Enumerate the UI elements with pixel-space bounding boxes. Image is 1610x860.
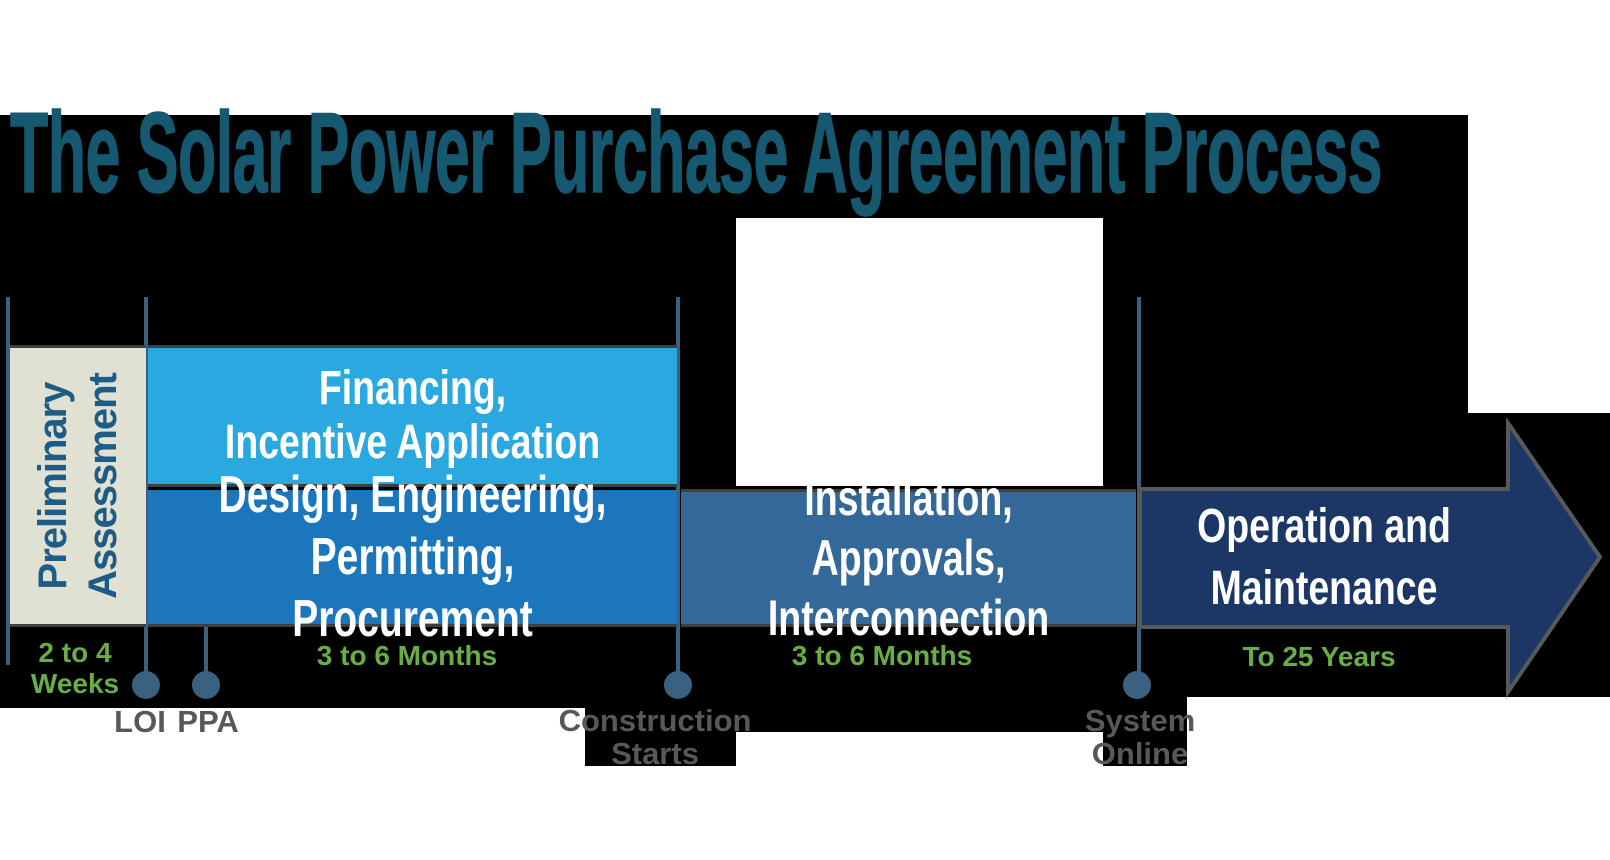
milestone-label-loi: LOI: [114, 704, 166, 739]
milestone-dot-construction: [664, 671, 692, 699]
operation-arrow-shape: [1138, 418, 1603, 699]
operation-arrow: [1138, 418, 1603, 699]
phase-label-line: Operation and: [1197, 500, 1451, 553]
phase-label-operation: Operation and Maintenance: [1180, 496, 1467, 620]
milestone-label-line: Construction: [558, 703, 752, 738]
phase-label-line: Permitting, Procurement: [292, 528, 533, 648]
milestone-dot-ppa: [192, 671, 220, 699]
phase-label-line: Assessment: [81, 373, 125, 599]
phase-label-line: Installation, Approvals,: [804, 470, 1013, 586]
phase-label-line: Design, Engineering,: [218, 466, 607, 524]
page-title: The Solar Power Purchase Agreement Proce…: [10, 90, 1383, 217]
milestone-dot-system: [1123, 671, 1151, 699]
phase-label-installation: Installation, Approvals, Interconnection: [738, 468, 1079, 648]
phase-box-preliminary: Preliminary Assessment: [10, 345, 146, 627]
background-slab-left-extension: [0, 697, 736, 708]
background-slab-center-extension: [736, 697, 1103, 732]
phase-label-line: Maintenance: [1210, 562, 1438, 615]
timeline-tick-start: [6, 297, 10, 665]
milestone-label-ppa: PPA: [177, 704, 239, 739]
phase-label-design: Design, Engineering, Permitting, Procure…: [214, 464, 611, 650]
duration-label-operation: To 25 Years: [1242, 641, 1396, 672]
background-slab-system-label: [1103, 697, 1187, 766]
phase-label-line: Financing,: [318, 362, 507, 415]
duration-line: Weeks: [30, 668, 120, 699]
milestone-dot-loi: [132, 671, 160, 699]
background-slab-construction-label: [585, 708, 736, 766]
phase-label-line: Preliminary: [31, 382, 75, 590]
divider-line-system: [1137, 297, 1141, 672]
divider-line-loi: [144, 297, 148, 672]
divider-line-construction: [676, 297, 680, 672]
phase-label-financing: Financing, Incentive Application: [206, 362, 619, 470]
phase-label-line: Incentive Application: [224, 416, 601, 469]
phase-box-operation: Operation and Maintenance: [1140, 489, 1508, 627]
phase-box-design: Design, Engineering, Permitting, Procure…: [148, 466, 677, 648]
milestone-label-line: System: [1084, 703, 1196, 738]
phase-label-preliminary: Preliminary Assessment: [28, 373, 128, 599]
phase-box-installation: Installation, Approvals, Interconnection: [681, 470, 1136, 646]
phase-label-line: Interconnection: [767, 590, 1050, 646]
white-panel: [736, 218, 1103, 486]
milestone-label-line: Starts: [611, 736, 699, 771]
milestone-stem-ppa: [204, 627, 208, 672]
duration-line: 2 to 4: [38, 637, 112, 668]
milestone-label-line: Online: [1091, 736, 1189, 771]
phase-box-financing: Financing, Incentive Application: [148, 345, 677, 487]
milestone-label-system: System Online: [1040, 704, 1240, 770]
milestone-label-construction: Construction Starts: [555, 704, 755, 770]
duration-label-installation: 3 to 6 Months: [791, 640, 973, 671]
duration-label-preliminary: 2 to 4 Weeks: [15, 637, 135, 699]
duration-label-design-financing: 3 to 6 Months: [316, 640, 498, 671]
